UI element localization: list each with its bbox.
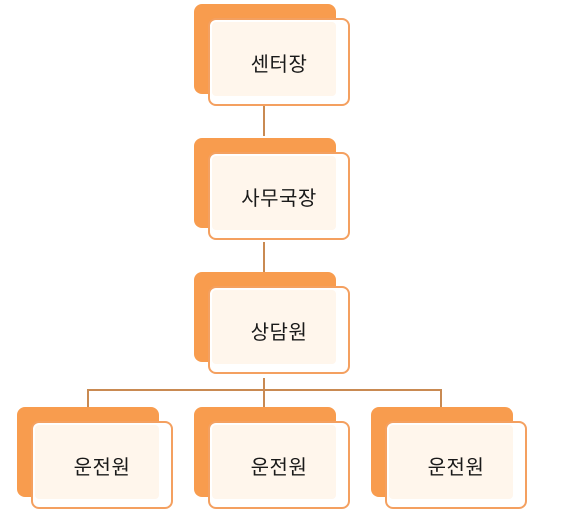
node-center-head: 센터장 <box>194 4 354 110</box>
node-card <box>208 152 350 240</box>
connector-driver-1 <box>87 389 89 407</box>
node-label-counselor: 상담원 <box>250 319 308 344</box>
node-card <box>208 18 350 106</box>
connector-secretary-to-counselor <box>263 242 265 272</box>
node-driver-2: 운전원 <box>194 407 354 513</box>
node-driver-1: 운전원 <box>17 407 177 513</box>
connector-driver-2 <box>263 389 265 407</box>
connector-counselor-down <box>263 378 265 390</box>
node-label-center-head: 센터장 <box>250 51 308 76</box>
node-label-driver: 운전원 <box>427 454 485 479</box>
node-driver-3: 운전원 <box>371 407 531 513</box>
connector-driver-3 <box>440 389 442 407</box>
node-label-driver: 운전원 <box>250 454 308 479</box>
node-label-secretary-general: 사무국장 <box>241 185 317 210</box>
node-label-driver: 운전원 <box>73 454 131 479</box>
node-card <box>385 421 527 509</box>
node-card <box>31 421 173 509</box>
node-counselor: 상담원 <box>194 272 354 378</box>
node-card <box>208 421 350 509</box>
node-secretary-general: 사무국장 <box>194 138 354 244</box>
node-card <box>208 286 350 374</box>
connector-center-to-secretary <box>263 106 265 136</box>
